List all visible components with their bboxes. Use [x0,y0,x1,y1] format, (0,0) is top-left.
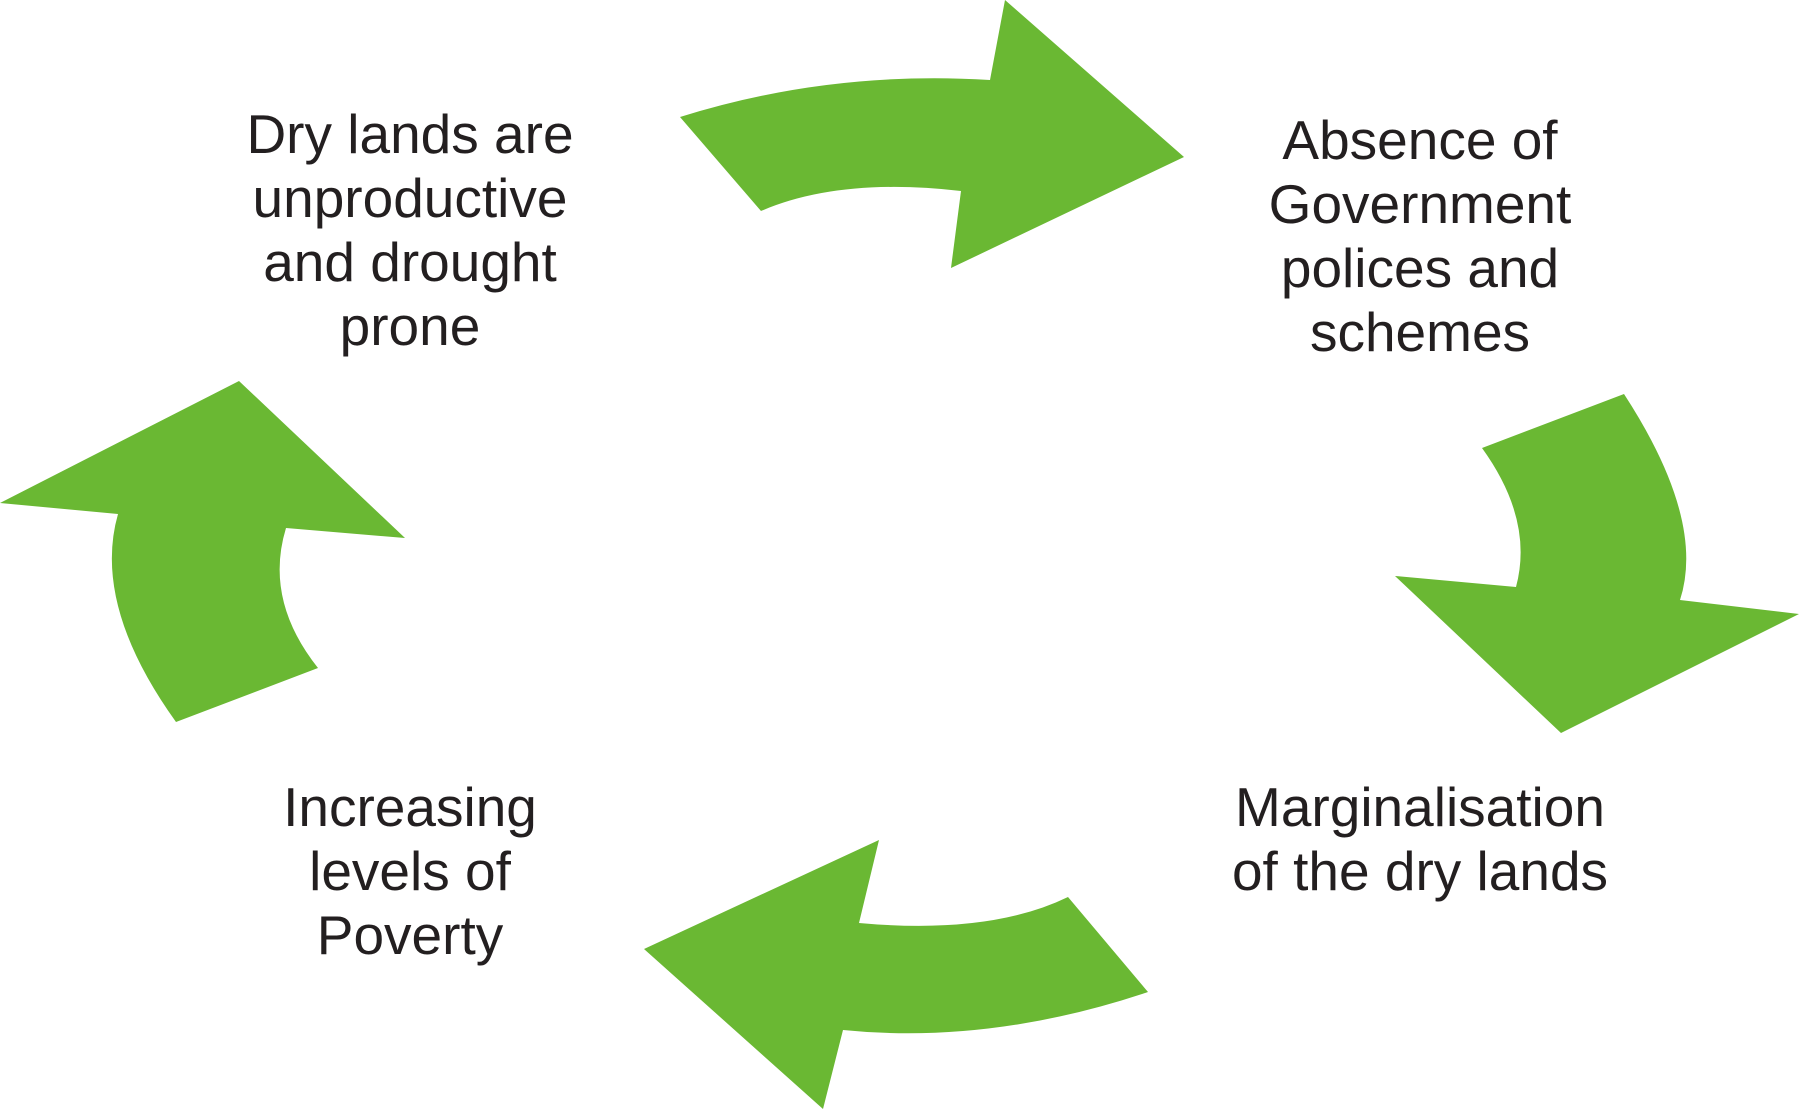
arrow-absence-to-marginalisation [1395,394,1799,733]
node-absence-of-government-policies: Absence of Government polices and scheme… [1268,109,1572,363]
arrow-dry-lands-to-absence [680,0,1184,268]
arrow-poverty-to-dry-lands [0,381,405,722]
arrow-marginalisation-to-poverty [644,840,1148,1109]
node-increasing-poverty: Increasing levels of Poverty [283,776,537,966]
node-marginalisation-of-dry-lands: Marginalisation of the dry lands [1231,776,1609,902]
node-dry-lands-unproductive: Dry lands are unproductive and drought p… [246,103,574,357]
